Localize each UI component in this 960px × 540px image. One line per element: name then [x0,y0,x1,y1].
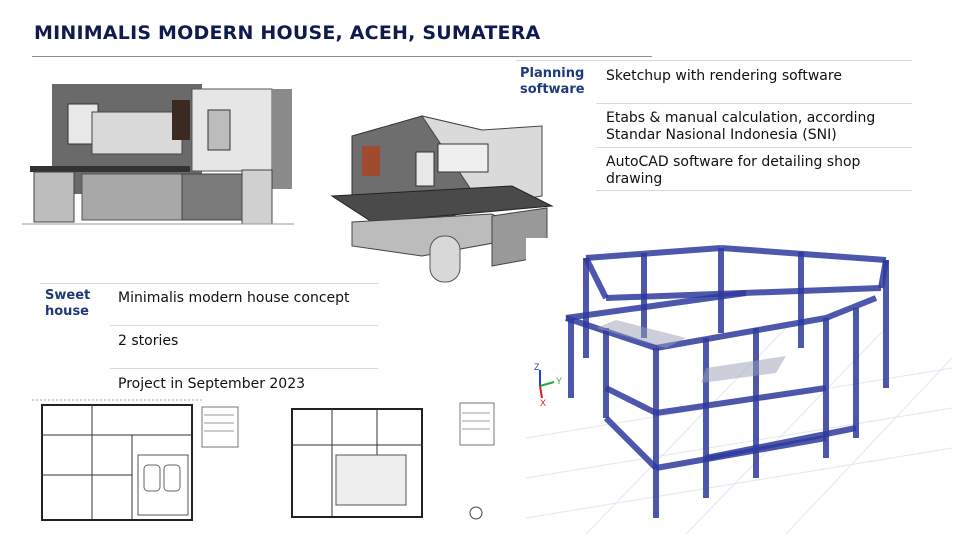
house-perspective-render [312,96,562,292]
planning-label-line2: software [520,82,585,97]
slide-title: MINIMALIS MODERN HOUSE, ACEH, SUMATERA [34,22,541,44]
planning-row-divider [516,60,912,61]
planning-label: Planning software [520,66,585,98]
title-divider [32,56,652,57]
floor-plan-ground [22,395,244,530]
planning-item-2: Etabs & manual calculation, according St… [606,110,876,143]
house-front-render [22,74,294,230]
planning-row-divider [596,190,912,191]
sweet-item-1: Minimalis modern house concept [118,290,350,306]
floor-plan-upper [272,395,498,530]
axis-y-label: Y [556,376,562,386]
planning-row-divider [596,103,912,104]
planning-label-line1: Planning [520,66,585,81]
planning-row-divider [596,147,912,148]
planning-item-1: Sketchup with rendering software [606,68,842,84]
structural-frame-model: Z Y X [526,238,952,534]
sweet-label-line2: house [45,304,89,319]
sweet-row-divider [110,325,378,326]
sweet-item-3: Project in September 2023 [118,376,306,392]
sweet-row-divider [40,283,378,284]
axis-z-label: Z [534,362,540,372]
sweet-label-line1: Sweet [45,288,91,303]
planning-item-3: AutoCAD software for detailing shop draw… [606,154,861,187]
sweet-house-label: Sweet house [45,288,90,320]
axis-x-label: X [540,398,546,408]
sweet-row-divider [110,368,378,369]
sweet-item-2: 2 stories [118,333,179,349]
